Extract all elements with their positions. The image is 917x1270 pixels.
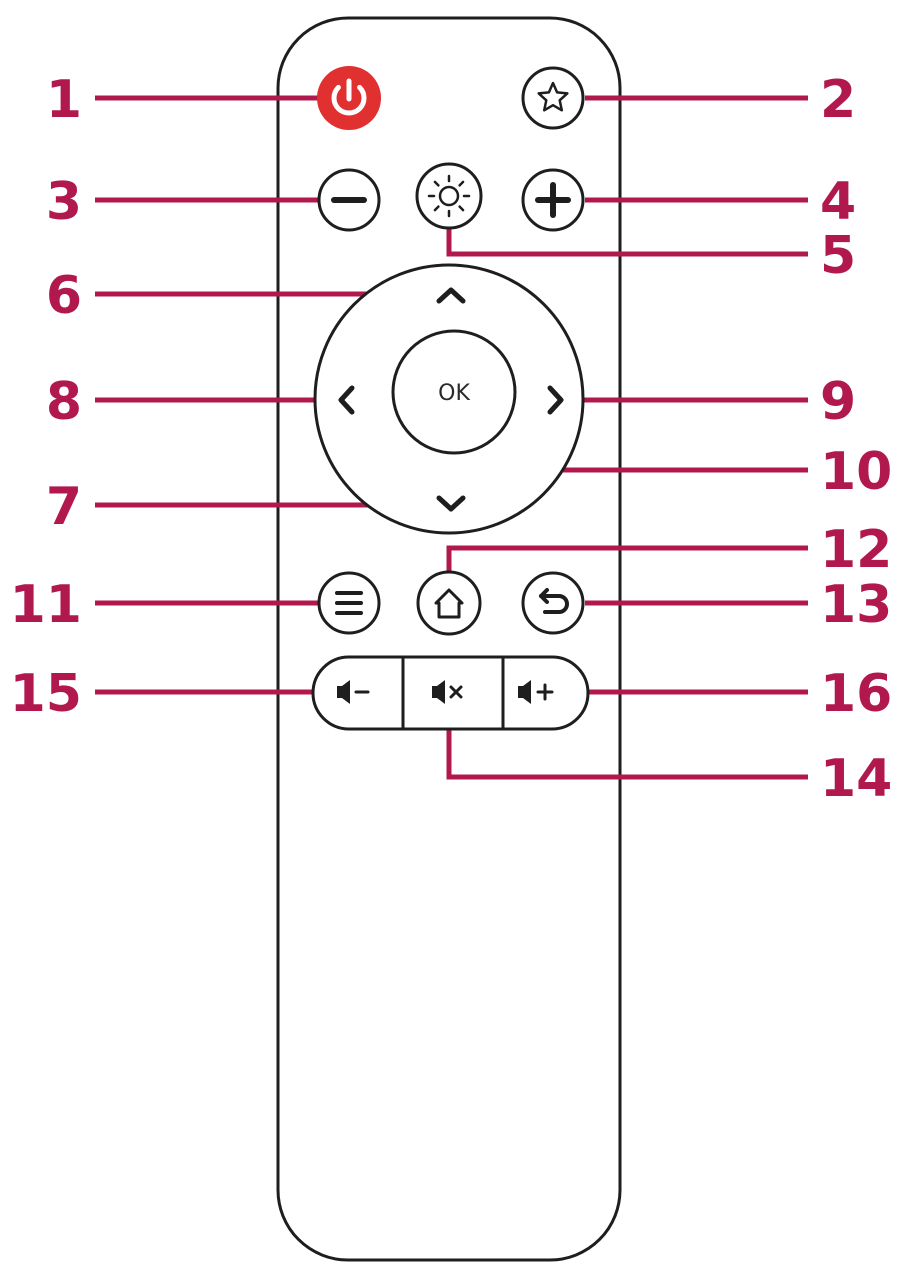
callout-number-12: 12: [820, 520, 892, 580]
power-icon: [331, 78, 367, 116]
volume-up-icon: [518, 680, 554, 704]
sun-icon: [427, 174, 471, 218]
ok-label: OK: [438, 381, 470, 406]
plus-button[interactable]: [521, 168, 585, 232]
plus-icon: [535, 182, 571, 218]
callout-number-4: 4: [820, 172, 856, 232]
callout-number-9: 9: [820, 372, 856, 432]
callout-line-5: [446, 228, 808, 257]
callout-number-15: 15: [10, 664, 82, 724]
favorite-button[interactable]: [521, 66, 585, 130]
menu-icon: [335, 591, 363, 615]
callout-number-5: 5: [820, 226, 856, 286]
mute-icon: [432, 680, 463, 704]
minus-button[interactable]: [317, 168, 381, 232]
home-button[interactable]: [416, 570, 482, 636]
menu-button[interactable]: [317, 571, 381, 635]
callout-number-11: 11: [10, 575, 82, 635]
chevron-right-icon: [547, 385, 564, 415]
ok-button[interactable]: OK: [391, 329, 517, 455]
volume-up-button[interactable]: [505, 659, 586, 727]
volume-down-icon: [337, 680, 370, 704]
home-icon: [434, 588, 464, 619]
callout-number-2: 2: [820, 70, 856, 130]
callout-number-16: 16: [820, 664, 892, 724]
chevron-left-icon: [338, 385, 355, 415]
left-button[interactable]: [326, 372, 370, 428]
back-arrow-icon: [539, 588, 569, 614]
chevron-up-icon: [436, 287, 466, 304]
star-icon: [537, 81, 569, 112]
mute-button[interactable]: [405, 659, 501, 727]
callout-number-3: 3: [46, 172, 82, 232]
volume-down-button[interactable]: [315, 659, 401, 727]
volume-bar: [311, 655, 590, 731]
callout-number-1: 1: [46, 70, 82, 130]
callout-number-7: 7: [46, 477, 82, 537]
callout-number-10: 10: [820, 442, 892, 502]
up-button[interactable]: [420, 272, 478, 316]
power-button[interactable]: [317, 66, 381, 130]
down-button[interactable]: [420, 484, 478, 528]
brightness-button[interactable]: [415, 162, 483, 230]
right-button[interactable]: [530, 372, 574, 428]
callout-numbers: 1 2 3 4 5 6 8 9 10 7 12 11 13 15 16 14: [10, 70, 893, 809]
chevron-down-icon: [436, 495, 466, 512]
callout-number-8: 8: [46, 372, 82, 432]
callout-line-12: [446, 545, 808, 577]
callout-number-14: 14: [820, 749, 892, 809]
callout-number-13: 13: [820, 575, 892, 635]
back-button[interactable]: [521, 571, 585, 635]
callout-number-6: 6: [46, 266, 82, 326]
callout-line-14: [446, 712, 808, 780]
